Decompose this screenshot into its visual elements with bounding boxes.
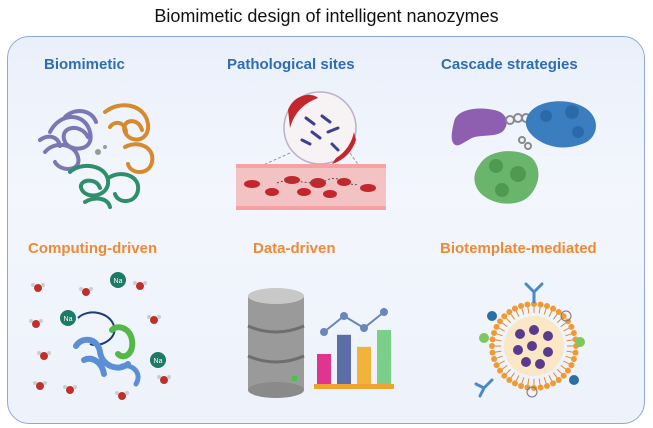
- zoom-circle: [283, 91, 357, 165]
- svg-text:Na: Na: [154, 358, 163, 365]
- sodium-ion-3: Na: [150, 352, 166, 368]
- protein-subunit-orange: [103, 103, 155, 174]
- sodium-ion-1: Na: [110, 272, 126, 288]
- protein-subunit-green: [68, 163, 141, 209]
- chart-baseline: [314, 384, 394, 389]
- liposome-illustration: [474, 282, 585, 398]
- protein-subunit-purple: [38, 109, 98, 171]
- ligand-blue: [569, 375, 579, 385]
- database-icon: [247, 288, 305, 398]
- enzyme-blue: [525, 101, 596, 148]
- svg-text:Na: Na: [114, 278, 123, 285]
- figure-title: Biomimetic design of intelligent nanozym…: [154, 6, 499, 26]
- drug-particles: [513, 325, 553, 369]
- label-data-driven: Data-driven: [253, 240, 336, 257]
- chart-bar: [357, 346, 371, 384]
- chart-bar: [377, 330, 391, 384]
- lipid-bilayer: [489, 301, 579, 391]
- blood-vessel-illustration: [236, 91, 386, 210]
- data-illustration: [247, 288, 394, 398]
- protein-trimer-illustration: [38, 103, 155, 209]
- label-pathological-sites: Pathological sites: [227, 56, 355, 73]
- vessel-tube: [236, 164, 386, 210]
- ligand-green: [575, 337, 585, 347]
- chart-bar: [317, 354, 331, 384]
- sodium-ion-2: Na: [60, 310, 76, 326]
- ligand-blue-2: [487, 311, 497, 321]
- enzyme-purple: [451, 108, 507, 146]
- label-computing-driven: Computing-driven: [28, 240, 158, 257]
- ligand-green-2: [479, 333, 489, 343]
- label-cascade-strategies: Cascade strategies: [441, 56, 578, 73]
- enzyme-green: [474, 151, 539, 204]
- water-molecules: [29, 281, 171, 400]
- molecular-dynamics-illustration: Na Na Na: [29, 272, 171, 400]
- bar-chart-icon: [314, 308, 394, 389]
- ligand-outline-2: [526, 386, 538, 398]
- label-biotemplate-mediated: Biotemplate-mediated: [440, 240, 597, 257]
- chart-bar: [337, 334, 351, 384]
- ligand-outline: [560, 310, 572, 322]
- svg-text:Na: Na: [64, 316, 73, 323]
- enzyme-cascade-illustration: [451, 101, 596, 204]
- label-biomimetic: Biomimetic: [44, 56, 125, 73]
- protein-helices: [73, 311, 141, 387]
- antibody-icon: [474, 282, 544, 398]
